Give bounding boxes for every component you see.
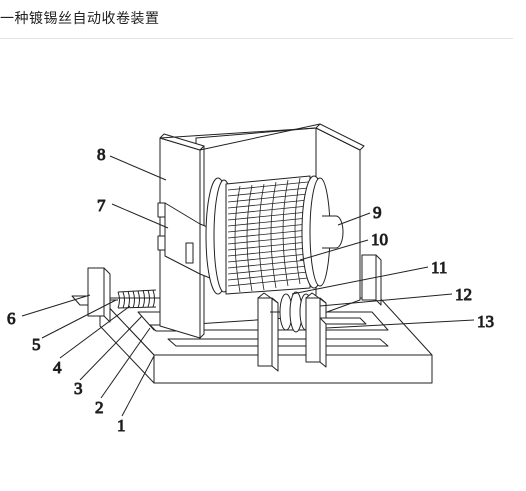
label-7: 7 [97, 196, 106, 215]
patent-drawing: 1 2 3 4 5 6 7 8 9 10 11 12 13 [0, 40, 526, 487]
page-title: 一种镀锡丝自动收卷装置 [0, 11, 160, 27]
label-9: 9 [373, 203, 382, 222]
label-3: 3 [74, 379, 83, 398]
right-guide-post [305, 292, 367, 368]
label-10: 10 [371, 230, 388, 249]
left-stop-block [71, 267, 111, 323]
wound-wire [225, 175, 311, 295]
label-2: 2 [95, 398, 104, 417]
label-1: 1 [117, 416, 126, 435]
label-5: 5 [32, 335, 41, 354]
label-13: 13 [477, 312, 494, 331]
label-8: 8 [97, 145, 106, 164]
spool-right-flange [301, 175, 344, 289]
left-guide-post [257, 292, 279, 372]
leader-lines [21, 155, 475, 417]
title-divider [0, 38, 513, 39]
right-stop-post [361, 254, 382, 306]
label-6: 6 [7, 309, 16, 328]
label-11: 11 [431, 258, 447, 277]
label-4: 4 [53, 358, 62, 377]
label-12: 12 [455, 285, 472, 304]
spring [110, 289, 157, 309]
